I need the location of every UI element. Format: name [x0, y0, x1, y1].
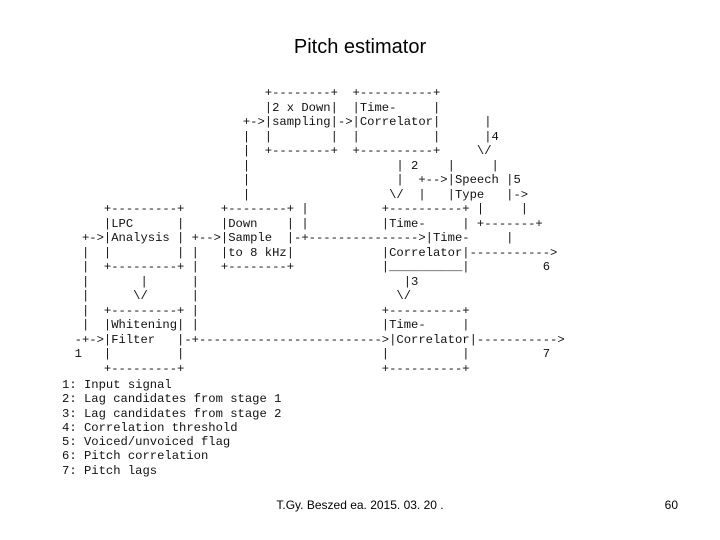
legend-item-7: 7: Pitch lags	[62, 463, 158, 478]
slide-title: Pitch estimator	[293, 36, 427, 58]
pitch-estimator-diagram: +--------+ +----------+ |2 x Down| |Time…	[74, 86, 565, 376]
legend-item-1: 1: Input signal	[62, 378, 172, 392]
legend-list: 1: Input signal 2: Lag candidates from s…	[62, 378, 281, 478]
legend-item-3: 3: Lag candidates from stage 2	[62, 406, 282, 421]
legend-item-4: 4: Correlation threshold	[62, 420, 238, 435]
footer-credit: T.Gy. Beszed ea. 2015. 03. 20 .	[276, 498, 444, 512]
legend-item-2: 2: Lag candidates from stage 1	[62, 392, 282, 407]
page-number: 60	[664, 498, 678, 512]
legend-item-6: 6: Pitch correlation	[62, 449, 209, 464]
legend-item-5: 5: Voiced/unvoiced flag	[62, 435, 231, 450]
